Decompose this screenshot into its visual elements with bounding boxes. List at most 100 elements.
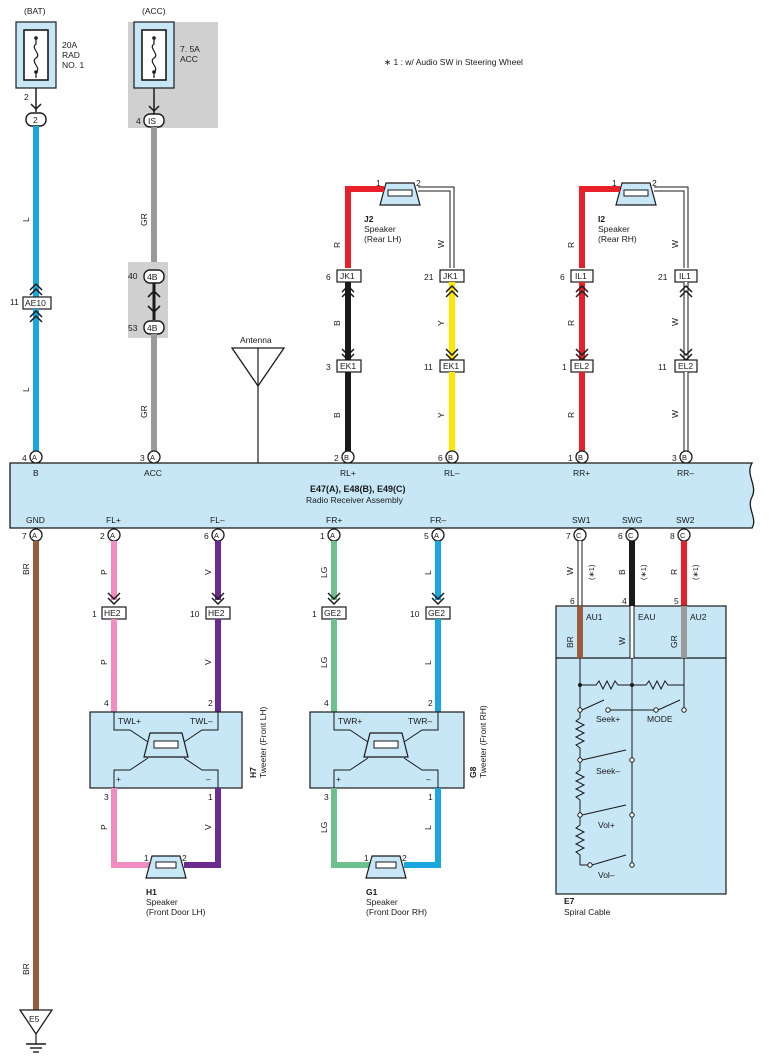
svg-text:3: 3 xyxy=(104,792,109,802)
svg-text:1: 1 xyxy=(376,178,381,188)
rear-lh-speaker: 1 2 J2 Speaker (Rear LH) xyxy=(364,178,421,244)
svg-text:A: A xyxy=(330,531,335,540)
svg-text:W: W xyxy=(617,637,627,645)
svg-text:LG: LG xyxy=(319,657,329,668)
svg-text:2: 2 xyxy=(402,853,407,863)
svg-text:+: + xyxy=(116,774,121,784)
svg-text:(Front Door LH): (Front Door LH) xyxy=(146,907,206,917)
svg-text:A: A xyxy=(150,453,155,462)
svg-text:+: + xyxy=(336,774,341,784)
svg-text:ACC: ACC xyxy=(144,468,162,478)
svg-text:40: 40 xyxy=(128,271,138,281)
svg-text:8: 8 xyxy=(670,531,675,541)
il1-connector: IL1 xyxy=(575,271,587,281)
antenna-icon: Antenna xyxy=(230,335,286,463)
seek-minus-switch: Seek– xyxy=(596,766,620,776)
svg-text:RL+: RL+ xyxy=(340,468,356,478)
svg-text:Speaker: Speaker xyxy=(146,897,178,907)
svg-text:L: L xyxy=(423,570,433,575)
svg-text:–: – xyxy=(426,774,431,784)
svg-text:(Rear RH): (Rear RH) xyxy=(598,234,637,244)
ge2-connector-2: GE2 xyxy=(428,608,445,618)
svg-text:L: L xyxy=(423,825,433,830)
4b-connector-top: 4B xyxy=(147,272,158,282)
svg-text:2: 2 xyxy=(24,92,29,102)
radio-receiver-assembly: E47(A), E48(B), E49(C) Radio Receiver As… xyxy=(9,462,755,529)
svg-text:TWR–: TWR– xyxy=(408,716,432,726)
svg-text:V: V xyxy=(203,824,213,830)
acc-fuse-rating: 7. 5A xyxy=(180,44,200,54)
svg-text:A: A xyxy=(32,453,37,462)
svg-text:LG: LG xyxy=(319,567,329,578)
he2-connector-2: HE2 xyxy=(208,608,225,618)
svg-text:3: 3 xyxy=(140,453,145,463)
svg-text:RR+: RR+ xyxy=(573,468,590,478)
svg-text:10: 10 xyxy=(190,609,200,619)
svg-text:C: C xyxy=(576,531,582,540)
bat-fuse-name2: NO. 1 xyxy=(62,60,84,70)
svg-text:Speaker: Speaker xyxy=(598,224,630,234)
svg-text:3: 3 xyxy=(324,792,329,802)
svg-text:A: A xyxy=(110,531,115,540)
seek-plus-switch: Seek+ xyxy=(596,714,620,724)
svg-text:2: 2 xyxy=(334,453,339,463)
svg-text:2: 2 xyxy=(428,698,433,708)
svg-text:1: 1 xyxy=(208,792,213,802)
svg-text:TWR+: TWR+ xyxy=(338,716,362,726)
svg-text:11: 11 xyxy=(10,297,19,307)
el2-connector-2: EL2 xyxy=(678,361,693,371)
svg-text:(Front Door RH): (Front Door RH) xyxy=(366,907,427,917)
radio-subtitle: Radio Receiver Assembly xyxy=(306,495,404,505)
bat-label: (BAT) xyxy=(24,6,46,16)
svg-text:1: 1 xyxy=(320,531,325,541)
svg-text:6: 6 xyxy=(204,531,209,541)
ek1-connector: EK1 xyxy=(340,361,356,371)
svg-text:3: 3 xyxy=(326,362,331,372)
vol-minus-switch: Vol– xyxy=(598,870,615,880)
svg-text:(Rear LH): (Rear LH) xyxy=(364,234,401,244)
ground-e5: E5 xyxy=(18,1009,54,1053)
svg-text:4: 4 xyxy=(324,698,329,708)
svg-text:–: – xyxy=(206,774,211,784)
svg-text:TWL–: TWL– xyxy=(190,716,213,726)
svg-text:SW2: SW2 xyxy=(676,515,695,525)
bat-connector: 2 xyxy=(33,115,38,125)
svg-text:R: R xyxy=(669,569,679,575)
h7-id: H7 xyxy=(248,767,258,778)
svg-text:BR: BR xyxy=(21,963,31,975)
svg-text:L: L xyxy=(423,660,433,665)
svg-text:Speaker: Speaker xyxy=(364,224,396,234)
acc-label: (ACC) xyxy=(142,6,166,16)
el2-connector: EL2 xyxy=(574,361,589,371)
svg-text:P: P xyxy=(99,659,109,665)
svg-text:B: B xyxy=(332,412,342,418)
svg-text:(∗1): (∗1) xyxy=(587,564,596,580)
svg-text:B: B xyxy=(332,320,342,326)
speaker-front-door-lh: 1 2 H1 Speaker (Front Door LH) xyxy=(144,853,206,917)
svg-text:GR: GR xyxy=(139,405,149,418)
svg-text:Y: Y xyxy=(436,320,446,326)
tweeter-front-rh: TWR+ TWR– + – G8 Tweeter (Front RH) xyxy=(309,705,488,789)
svg-text:6: 6 xyxy=(326,272,331,282)
j2-id: J2 xyxy=(364,214,374,224)
svg-text:FL+: FL+ xyxy=(106,515,121,525)
svg-text:P: P xyxy=(99,824,109,830)
svg-text:FL–: FL– xyxy=(210,515,225,525)
radio-top-pins: 4 A B 3 A ACC 2 B RL+ 6 B RL– 1 B RR+ 3 … xyxy=(22,450,694,478)
is-connector: IS xyxy=(148,116,156,126)
bat-source: (BAT) 20A RAD NO. 1 2 2 xyxy=(15,6,84,127)
rear-rh-speaker: 1 2 I2 Speaker (Rear RH) xyxy=(598,178,657,244)
svg-text:6: 6 xyxy=(570,596,575,606)
g1-id: G1 xyxy=(366,887,378,897)
svg-text:1: 1 xyxy=(92,609,97,619)
svg-text:R: R xyxy=(566,320,576,326)
svg-text:B: B xyxy=(344,453,349,462)
h1-id: H1 xyxy=(146,887,157,897)
svg-text:1: 1 xyxy=(312,609,317,619)
spiral-cable-label: Spiral Cable xyxy=(564,907,611,917)
svg-text:B: B xyxy=(617,569,627,575)
ek1-connector-2: EK1 xyxy=(443,361,459,371)
svg-text:TWL+: TWL+ xyxy=(118,716,141,726)
svg-text:1: 1 xyxy=(364,853,369,863)
acc-fuse-name: ACC xyxy=(180,54,198,64)
